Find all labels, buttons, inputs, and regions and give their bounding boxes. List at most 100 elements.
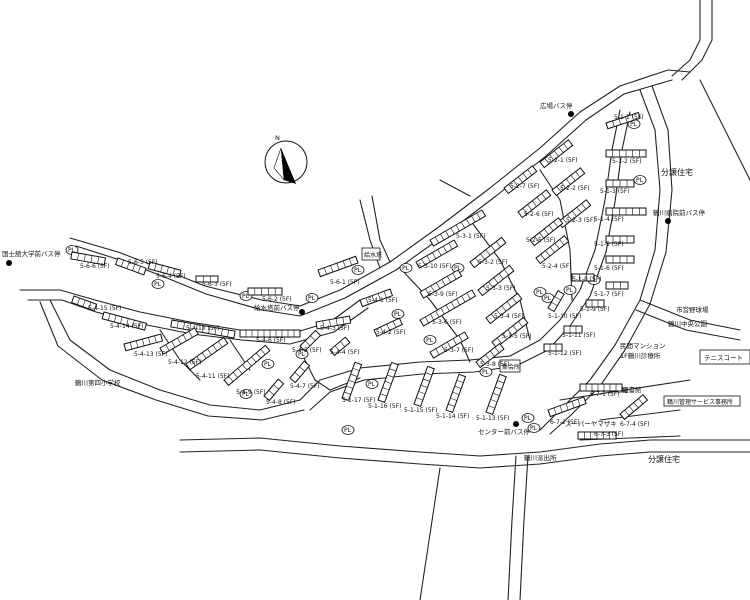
building-divider [565,403,569,411]
building-divider [455,224,460,232]
building-label: 5-1-17 (5F) [342,397,375,404]
supermarket-label: スーパーヤマザキ [565,420,617,428]
building-divider [581,203,587,210]
building-divider [246,360,252,367]
building-label: 5-1-1 (5F) [614,114,644,121]
building-divider [452,391,460,395]
building-divider [214,327,217,335]
bunjo-top-label: 分譲住宅 [661,167,693,177]
building-label: 5-6-2 (5F) [262,296,292,303]
service-office-box [663,395,741,407]
building-label: 5-1-13 (5F) [476,415,509,422]
service-office-label: 鶴川管理サービス事務所 [667,398,733,406]
koban-label: 鶴川派出所 [524,453,557,462]
building-divider [148,337,151,345]
building-divider [425,288,430,296]
building-divider [166,266,169,274]
building-label: 5-3-7 (5F) [444,347,474,354]
building-divider [485,249,491,256]
parking-label: PL [154,281,162,288]
park-label-line2: 鶴川中央公園 [668,319,707,328]
park-label-line1: 市営野球場 [676,305,709,314]
building-divider [452,338,457,345]
building-divider [237,368,243,374]
building-divider [456,379,464,383]
building-divider [553,150,559,157]
parking-marker: PL [399,263,413,273]
building-divider [628,406,634,412]
parking-label: PL [566,287,574,294]
building-divider [392,320,397,328]
parking-marker: PL [305,293,319,303]
parking-marker: PL [261,359,275,369]
building-label: 5-2-1 (5F) [548,157,578,164]
building-label: 5-4-6 (5F) [256,337,286,344]
building-divider [120,316,123,324]
north-arrow: N [264,134,308,184]
building-label: 5-6-1 (5F) [330,279,360,286]
building-5-4-14: 5-4-14 (5F) [101,311,148,331]
building-divider [377,293,381,301]
building-divider [512,297,517,304]
building-block [579,383,623,392]
building-divider [561,182,567,189]
building-label: 5-1-10 (5F) [548,313,581,320]
building-divider [435,348,440,355]
parking-circle [533,287,547,297]
building-divider [208,326,211,334]
building-block [263,378,285,402]
building-divider [454,385,462,389]
building-divider [504,269,509,276]
building-divider [545,250,551,257]
building-label: 5-2-5 (5F) [526,237,556,244]
building-label: 5-1-6 (5F) [594,265,624,272]
building-5-4-15: 5-4-15 (5F) [70,295,121,312]
building-divider [126,262,130,269]
building-5-1-10: 5-1-10 (5F) [547,289,581,320]
building-divider [380,326,384,334]
parking-label: PL [630,121,638,128]
building-label: 5-2-3 (5F) [566,217,596,224]
building-label: 5-4-7 (5F) [290,383,320,390]
bus-stop-kokushikan-marker [6,260,12,266]
building-divider [492,392,500,396]
building-divider [420,384,428,388]
building-block [585,299,605,308]
building-divider [107,313,111,321]
school-label: 鶴川第四小学校 [75,378,121,387]
building-divider [132,320,135,327]
building-divider [207,348,212,355]
building-divider [322,320,325,328]
building-divider [436,282,441,289]
building-divider [191,360,196,367]
parking-marker: PL [527,423,541,433]
building-divider [476,212,481,220]
building-5-2-3: 5-2-3 (5F) [557,199,596,229]
building-label: 5-1-9 (5F) [580,306,610,313]
building-divider [571,210,577,217]
building-divider [527,204,533,211]
building-block [329,336,351,357]
building-divider [491,313,496,320]
building-label: 5-6-3 (5F) [202,281,232,288]
building-label: 5-1-8 (5F) [572,276,602,283]
building-label: 5-2-6 (5F) [524,211,554,218]
parking-label: PL [354,267,362,274]
building-label: 5-1-16 (5F) [368,403,401,410]
building-divider [352,367,360,371]
building-6-7-3: 6-7-3 (5F) [577,431,624,440]
building-block [605,281,629,290]
building-divider [330,265,334,273]
parking-label: PL [344,427,352,434]
building-block [547,289,565,313]
building-divider [273,384,279,390]
building-divider [90,255,93,263]
building-divider [228,375,234,382]
building-divider [493,277,499,284]
building-divider [556,186,562,193]
parking-marker: PL [633,175,647,185]
building-block [299,329,322,352]
clinic-label-line1: 民間マンション [620,342,666,350]
parking-label: PL [536,289,544,296]
